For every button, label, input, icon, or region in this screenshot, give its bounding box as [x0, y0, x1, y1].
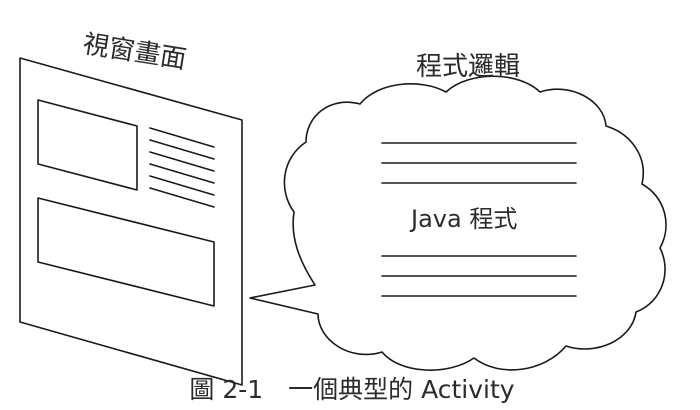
window-content-block [37, 197, 215, 307]
window-text-lines [149, 127, 215, 208]
window-screen [19, 57, 243, 386]
window-screen-label: 視窗畫面 [81, 29, 188, 75]
cloud-lines-bottom [381, 255, 577, 297]
java-program-label: Java 程式 [409, 205, 517, 233]
cloud-lines-top [381, 142, 577, 184]
window-image-block [37, 99, 138, 191]
program-logic-label: 程式邏輯 [416, 52, 520, 82]
logic-cloud [249, 75, 667, 371]
figure-caption: 圖 2-1 一個典型的 Activity [189, 375, 514, 404]
